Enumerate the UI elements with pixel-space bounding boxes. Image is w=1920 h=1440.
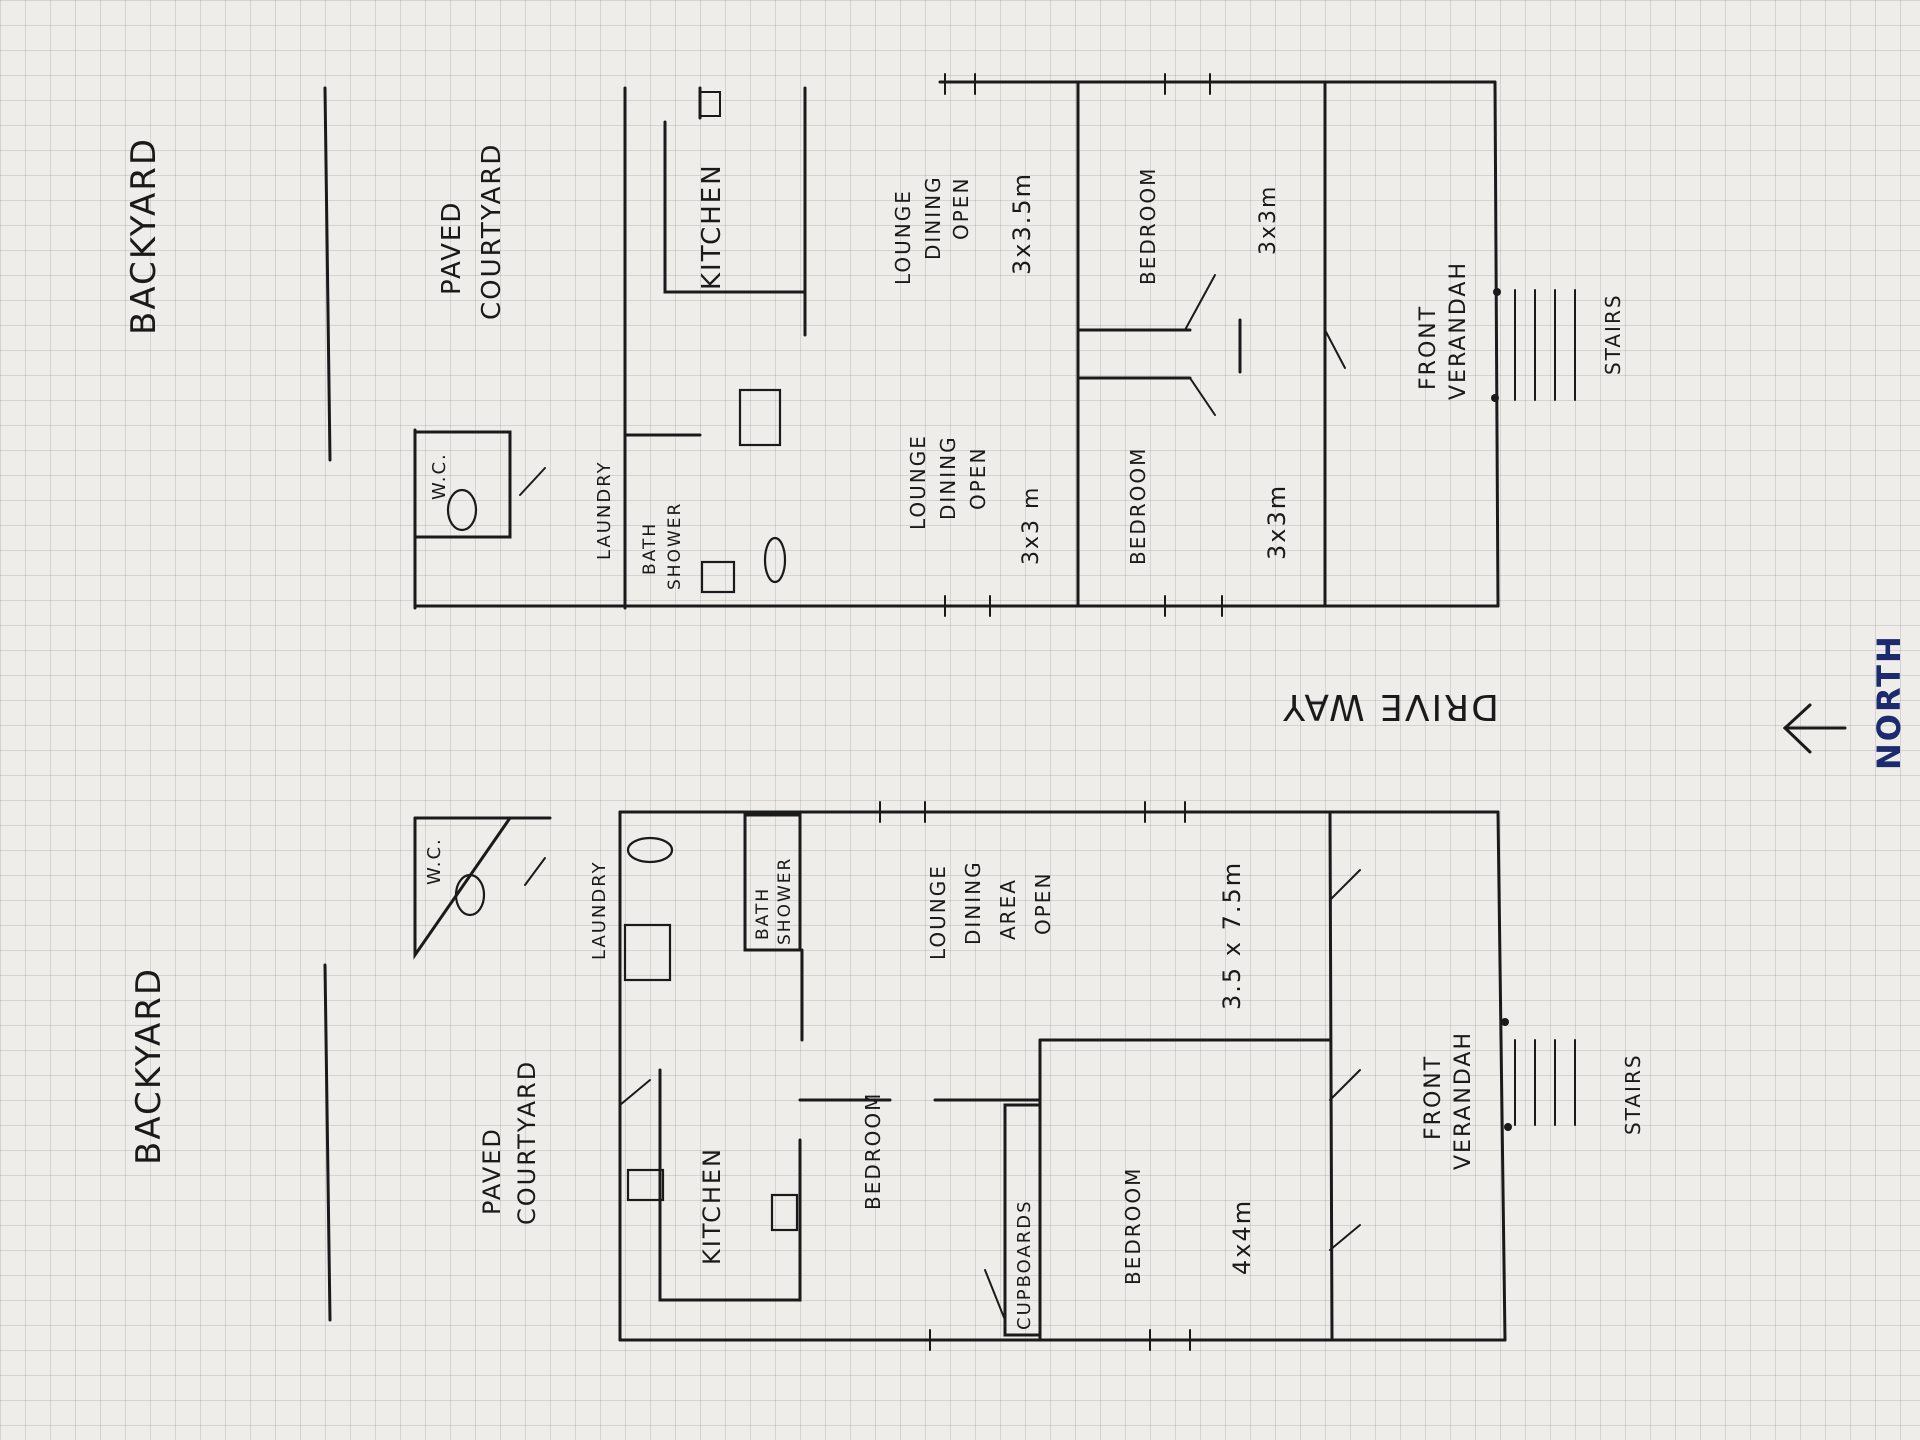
upper-lounge1-line2: DINING <box>936 435 960 520</box>
upper-stove-icon <box>699 91 721 117</box>
upper-paved-label: PAVED <box>437 201 467 295</box>
upper-fence-line <box>323 86 332 462</box>
lower-post-dot <box>1501 1018 1509 1026</box>
lower-fence-line <box>323 963 332 1322</box>
lower-house-plan <box>323 801 1576 1351</box>
upper-verandah-label: VERANDAH <box>1446 261 1471 400</box>
upper-toilet-icon <box>446 488 478 532</box>
lower-door-swing <box>1329 869 1361 901</box>
upper-lounge1-line1: LOUNGE <box>906 434 930 530</box>
upper-front-label: FRONT <box>1416 305 1441 390</box>
lower-toilet-icon <box>454 873 486 917</box>
north-label: NORTH <box>1870 634 1908 770</box>
upper-lounge1-size: 3x3 m <box>1019 486 1044 565</box>
lower-cupboards-label: CUPBOARDS <box>1014 1199 1035 1330</box>
upper-lounge2-line1: LOUNGE <box>891 189 915 285</box>
lower-wc-label: W.C. <box>424 837 445 885</box>
lower-front-label: FRONT <box>1421 1055 1446 1140</box>
lower-lounge-line3: AREA <box>996 878 1020 940</box>
upper-shower-label: SHOWER <box>665 502 685 590</box>
upper-post-dot <box>1491 394 1499 402</box>
lower-sink-icon <box>626 1168 665 1202</box>
lower-cupboard-door-swing <box>984 1269 1006 1321</box>
upper-lounge2-line3: OPEN <box>949 177 973 240</box>
lower-bedroom2-size: 4x4m <box>1228 1199 1256 1275</box>
lower-kitchen-bench <box>658 1068 802 1302</box>
upper-bedroom1-size: 3x3m <box>1263 484 1291 560</box>
lower-labels: BACKYARD PAVED COURTYARD W.C. LAUNDRY BA… <box>129 837 1645 1330</box>
upper-courtyard-label: COURTYARD <box>477 143 507 320</box>
upper-bedroom2-label: BEDROOM <box>1136 167 1160 285</box>
upper-lounge2-size: 3x3.5m <box>1008 172 1036 275</box>
upper-wc-door-swing <box>519 467 546 496</box>
upper-verandah-edge <box>1493 80 1500 608</box>
upper-door-swing <box>1324 329 1346 369</box>
upper-bedroom2-size: 3x3m <box>1256 185 1281 255</box>
lower-door-swing <box>619 1079 651 1106</box>
upper-post-dot <box>1493 288 1501 296</box>
lower-bath-box <box>743 813 802 952</box>
upper-wc-box <box>413 430 512 539</box>
upper-wc-label: W.C. <box>429 452 450 500</box>
lower-bedroom2-label: BEDROOM <box>1121 1167 1145 1285</box>
lower-verandah-edge <box>1496 810 1507 1342</box>
upper-backyard-label: BACKYARD <box>124 137 164 335</box>
upper-door-swing <box>1189 377 1216 416</box>
upper-tub-icon <box>700 560 736 594</box>
upper-lounge2-line2: DINING <box>921 175 945 260</box>
upper-house-plan <box>323 73 1576 617</box>
upper-stairs-label: STAIRS <box>1601 293 1625 375</box>
north-arrow: NORTH <box>1782 634 1908 770</box>
upper-laundry-tub-icon <box>738 388 782 447</box>
lower-bath-label: BATH <box>753 887 773 940</box>
lower-wc-door-swing <box>524 857 546 886</box>
lower-shower-label: SHOWER <box>775 857 795 945</box>
lower-paved-label: PAVED <box>478 1127 506 1215</box>
lower-front-wall <box>1328 810 1334 1342</box>
lower-stove-icon <box>770 1193 799 1232</box>
lower-stairs-treads <box>1514 1039 1576 1126</box>
upper-kitchen-bench <box>663 120 807 294</box>
lower-backyard-label: BACKYARD <box>129 967 169 1165</box>
lower-door-swing <box>1329 1224 1361 1251</box>
upper-door-swing <box>1184 274 1216 331</box>
lower-verandah-label: VERANDAH <box>1451 1031 1476 1170</box>
upper-basin-icon <box>763 536 787 584</box>
lower-lounge-size: 3.5 x 7.5m <box>1218 861 1246 1010</box>
upper-bath-label: BATH <box>640 522 660 575</box>
lower-post-dot <box>1504 1123 1512 1131</box>
lower-basin-icon <box>626 836 674 864</box>
lower-wc-wall <box>413 816 512 960</box>
lower-lounge-line1: LOUNGE <box>926 864 950 960</box>
lower-lounge-line2: DINING <box>961 860 985 945</box>
drive-way-label: DRIVE WAY <box>1281 686 1499 727</box>
lower-laundry-label: LAUNDRY <box>589 860 610 960</box>
lower-cupboards-box <box>1003 1103 1042 1337</box>
north-arrow-head <box>1782 703 1812 754</box>
lower-laundry-tub-icon <box>623 923 672 982</box>
lower-kitchen-label: KITCHEN <box>698 1147 726 1265</box>
lower-bedroom1-label: BEDROOM <box>861 1092 885 1210</box>
lower-stairs-label: STAIRS <box>1621 1053 1645 1135</box>
upper-lounge1-line3: OPEN <box>966 447 990 510</box>
upper-laundry-label: LAUNDRY <box>594 460 615 560</box>
upper-kitchen-label: KITCHEN <box>697 163 727 290</box>
upper-stairs-treads <box>1514 289 1576 401</box>
lower-door-swing <box>1329 1069 1361 1101</box>
upper-bedroom1-label: BEDROOM <box>1126 447 1150 565</box>
lower-lounge-line4: OPEN <box>1031 872 1055 935</box>
upper-labels: BACKYARD PAVED COURTYARD W.C. LAUNDRY BA… <box>124 137 1625 590</box>
lower-courtyard-label: COURTYARD <box>513 1060 541 1225</box>
